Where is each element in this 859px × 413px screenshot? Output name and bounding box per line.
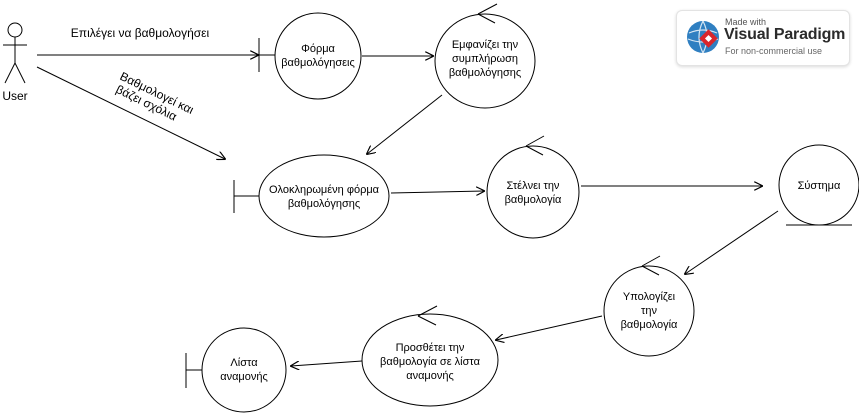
control-calculate-grade[interactable]: Υπολογίζει την βαθμολογία [603, 255, 695, 357]
flow-arrow-display-to-completed [367, 94, 443, 154]
boundary-completed-form-circle [258, 154, 390, 238]
flow-arrow-calculate-to-add [496, 315, 603, 340]
control-send-grade-label-line1: Στέλνει την [507, 180, 560, 192]
control-add-to-waiting-list-label-line1: Προσθέτει την [396, 342, 465, 354]
boundary-completed-form-label-line2: βαθμολόγησης [288, 198, 360, 210]
boundary-completed-form[interactable]: Ολοκληρωμένη φόρμα βαθμολόγησης [233, 154, 390, 238]
boundary-completed-form-label-line1: Ολοκληρωμένη φόρμα [269, 184, 380, 196]
message-select-grade-label: Επιλέγει να βαθμολογήσει [71, 26, 210, 40]
actor-right-leg [14, 62, 26, 84]
control-display-completion[interactable]: Εμφανίζει την συμπλήρωση βαθμολόγησης [434, 3, 536, 109]
control-add-to-waiting-list-label-line3: αναμονής [406, 370, 454, 382]
message-select-grade[interactable]: Επιλέγει να βαθμολογήσει [37, 26, 258, 55]
control-display-completion-arrowhead [477, 3, 498, 24]
actor-user[interactable]: User [2, 22, 28, 103]
control-calculate-grade-circle [603, 265, 695, 357]
message-grade-comment[interactable]: Βαθμολογεί και βάζει σχόλια [36, 66, 225, 159]
boundary-grading-form-circle [274, 12, 362, 100]
control-calculate-grade-label-line3: βαθμολογία [621, 319, 678, 331]
boundary-waiting-list-circle [201, 327, 287, 413]
control-calculate-grade-label-line1: Υπολογίζει [623, 291, 676, 303]
control-send-grade-circle [486, 145, 580, 239]
control-display-completion-label-line2: συμπλήρωση [452, 53, 518, 65]
control-calculate-grade-label-line2: την [641, 305, 657, 317]
boundary-grading-form[interactable]: Φόρμα βαθμολόγησεις [258, 12, 362, 100]
entity-system-label: Σύστημα [798, 180, 841, 192]
flow-arrow-system-to-calculate [685, 210, 779, 274]
actor-head [7, 22, 23, 38]
control-add-to-waiting-list-circle [361, 313, 499, 407]
control-display-completion-circle [434, 13, 536, 109]
boundary-waiting-list[interactable]: Λίστα αναμονής [185, 327, 287, 413]
boundary-waiting-list-label-line1: Λίστα [230, 357, 258, 369]
control-send-grade-arrowhead [525, 135, 545, 156]
watermark-made-with: Made with [725, 17, 767, 27]
message-grade-comment-arrow [36, 66, 225, 159]
control-add-to-waiting-list-arrowhead [417, 305, 438, 326]
actor-label: User [2, 89, 27, 103]
visual-paradigm-watermark: Made with Visual Paradigm For non-commer… [676, 10, 850, 66]
control-send-grade-label-line2: βαθμολογία [505, 194, 562, 206]
control-send-grade[interactable]: Στέλνει την βαθμολογία [486, 135, 580, 239]
control-add-to-waiting-list-label-line2: βαθμολογία σε λίστα [380, 356, 481, 368]
control-display-completion-label-line1: Εμφανίζει την [452, 39, 519, 51]
actor-left-leg [4, 62, 16, 84]
boundary-waiting-list-label-line2: αναμονής [220, 371, 268, 383]
visual-paradigm-logo-icon [687, 20, 719, 54]
control-calculate-grade-arrowhead [641, 255, 661, 276]
watermark-brand: Visual Paradigm [724, 26, 846, 43]
flow-arrow-completed-to-send [390, 191, 484, 193]
boundary-grading-form-label-line1: Φόρμα [301, 43, 335, 55]
control-display-completion-label-line3: βαθμολόγησης [449, 67, 521, 79]
boundary-grading-form-label-line2: βαθμολόγησεις [281, 57, 355, 69]
entity-system[interactable]: Σύστημα [778, 144, 859, 226]
flow-arrow-add-to-waiting-list [291, 360, 363, 366]
watermark-note: For non-commercial use [725, 46, 823, 56]
control-add-to-waiting-list[interactable]: Προσθέτει την βαθμολογία σε λίστα αναμον… [361, 305, 499, 407]
